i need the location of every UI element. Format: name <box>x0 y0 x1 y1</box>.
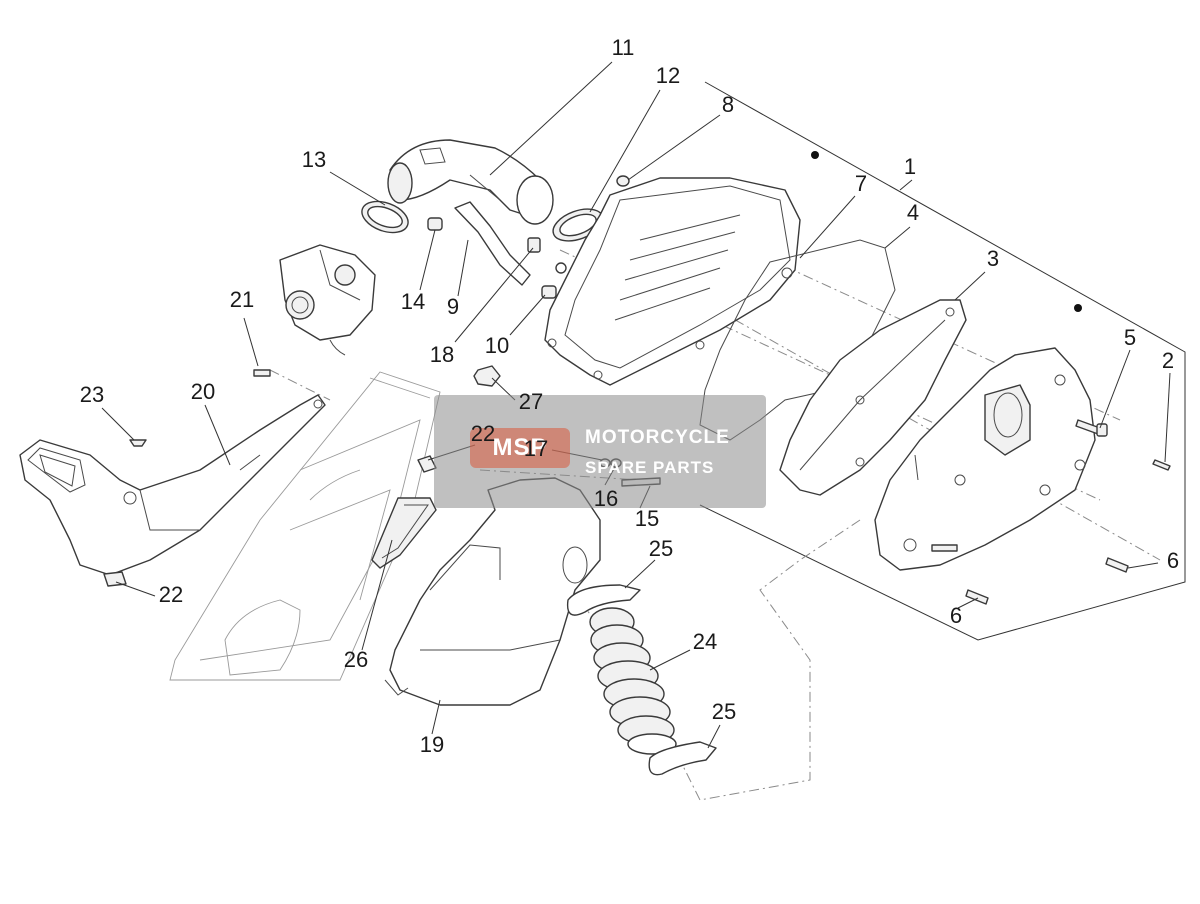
part-6-screw-a <box>1105 557 1129 573</box>
callout-22a: 22 <box>471 421 495 446</box>
callout-24: 24 <box>693 629 717 654</box>
part-3-air-filter <box>779 299 967 496</box>
throttle-body <box>279 244 376 356</box>
callout-25b: 25 <box>712 699 736 724</box>
airbox-housing <box>544 177 801 386</box>
part-21-screw <box>253 369 271 377</box>
part-20-intake-snorkel <box>19 394 326 576</box>
callout-9: 9 <box>447 294 459 319</box>
part-26-seal <box>371 497 437 569</box>
callout-26: 26 <box>344 647 368 672</box>
watermark-line1: MOTORCYCLE <box>585 427 730 448</box>
callout-27: 27 <box>519 389 543 414</box>
callout-22b: 22 <box>159 582 183 607</box>
part-8-grommet <box>616 175 630 187</box>
part-10-fitting <box>541 285 557 299</box>
callout-8: 8 <box>722 92 734 117</box>
callout-6a: 6 <box>1167 548 1179 573</box>
watermark-logo: MSP <box>492 434 547 461</box>
callout-5: 5 <box>1124 325 1136 350</box>
assembly-bracket-frame <box>699 81 1186 641</box>
reference-dot <box>1074 304 1082 312</box>
part-18-fitting <box>527 237 541 253</box>
callout-labels: 1 2 3 4 5 6 6 7 8 9 10 11 12 13 14 15 16… <box>80 35 1179 757</box>
callout-2: 2 <box>1162 348 1174 373</box>
callout-10: 10 <box>485 333 509 358</box>
callout-6b: 6 <box>950 603 962 628</box>
callout-13: 13 <box>302 147 326 172</box>
small-fittings <box>473 175 630 387</box>
callout-1: 1 <box>904 154 916 179</box>
reference-dot <box>811 151 819 159</box>
part-11-intake-hose <box>387 139 554 225</box>
watermark-line2: SPARE PARTS <box>585 458 714 477</box>
part-19-air-duct <box>384 477 601 706</box>
callout-14: 14 <box>401 289 425 314</box>
leader-lines <box>101 61 1171 749</box>
callout-3: 3 <box>987 246 999 271</box>
part-2-screw <box>1152 459 1171 471</box>
part-14-clip <box>427 217 443 231</box>
part-7-gasket <box>699 239 896 441</box>
callout-12: 12 <box>656 63 680 88</box>
callout-16: 16 <box>594 486 618 511</box>
watermark-logo-badge <box>470 428 570 468</box>
callout-15: 15 <box>635 506 659 531</box>
part-24-bellows <box>589 607 677 755</box>
part-23-screw <box>129 439 147 447</box>
callout-11: 11 <box>612 35 635 60</box>
callout-20: 20 <box>191 379 215 404</box>
part-25-hose-clamps <box>566 584 717 776</box>
callout-7: 7 <box>855 171 867 196</box>
watermark: MSP MOTORCYCLE SPARE PARTS <box>434 395 766 508</box>
callout-19: 19 <box>420 732 444 757</box>
callout-23: 23 <box>80 382 104 407</box>
part-6-screw-b <box>965 589 989 605</box>
callout-4: 4 <box>907 200 919 225</box>
part-27-nut <box>473 365 501 387</box>
callout-21: 21 <box>230 287 254 312</box>
callout-17: 17 <box>524 436 548 461</box>
part-9-small-hose <box>454 201 531 286</box>
part-1-airbox-cover <box>874 347 1096 571</box>
part-22-clip-a <box>103 571 127 587</box>
callout-18: 18 <box>430 342 454 367</box>
part-13-clamp <box>361 200 409 234</box>
callout-25a: 25 <box>649 536 673 561</box>
watermark-box <box>434 395 766 508</box>
